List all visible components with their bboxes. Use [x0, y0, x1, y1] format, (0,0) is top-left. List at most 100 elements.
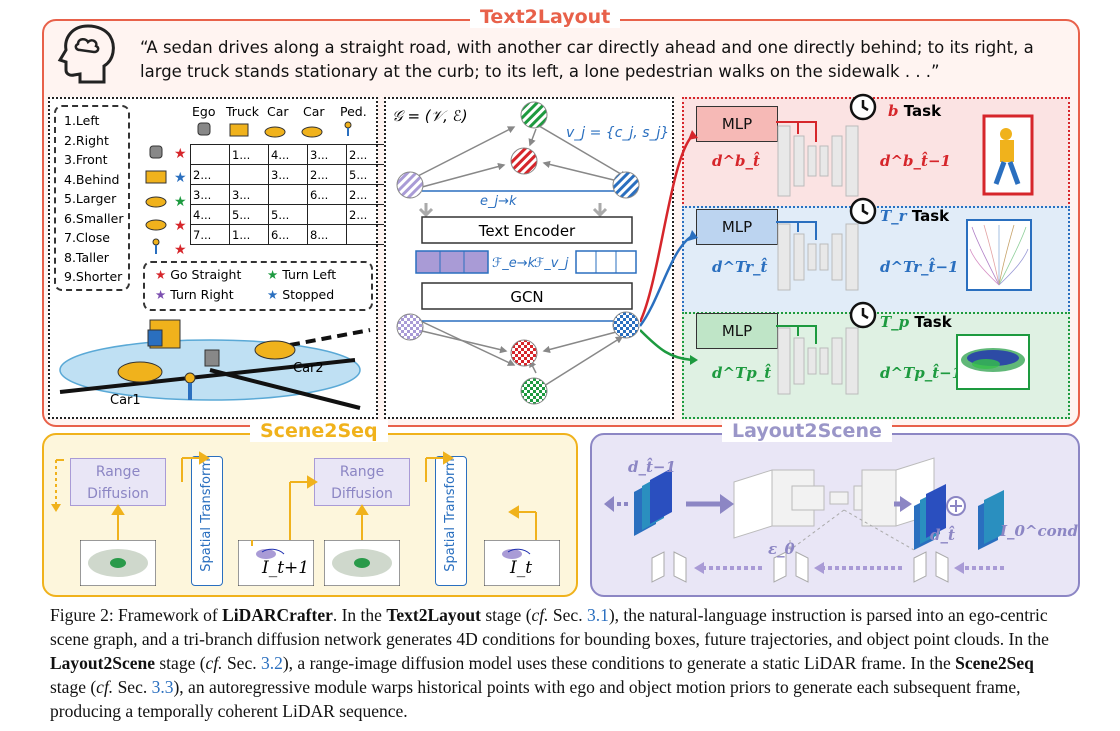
table-cell: 6... — [307, 184, 347, 205]
table-row: 3... 3... 6... 2... — [190, 184, 386, 205]
relation-item: 6.Smaller — [64, 210, 124, 226]
d-input-trajectory: d^Tr_t̂ — [712, 258, 768, 276]
stopped-star-icon: ★ — [267, 287, 279, 302]
unet-pointcloud — [777, 327, 859, 395]
scene-description-quote: “A sedan drives along a straight road, w… — [140, 38, 1034, 81]
turn-left-star-icon: ★ — [267, 267, 279, 282]
relation-item: 1.Left — [64, 113, 100, 128]
task-word: Task — [911, 207, 950, 225]
gcn-label: GCN — [510, 288, 543, 306]
timer-icon — [849, 197, 877, 225]
relation-matrix: 1... 4... 3... 2... 2... 3... 2... 5... … — [190, 144, 386, 245]
d-output-box: d^b_t̂−1 — [880, 152, 951, 170]
d-curr-label: d_t̂ — [930, 526, 955, 544]
table-cell — [229, 164, 269, 185]
table-cell — [307, 204, 347, 225]
gcn-block — [421, 282, 633, 310]
ego-icon — [197, 122, 211, 136]
d-output-trajectory: d^Tr_t̂−1 — [880, 258, 959, 276]
graph-node — [510, 339, 538, 367]
relation-item: 8.Taller — [64, 249, 109, 265]
head-thinking-icon — [57, 24, 115, 84]
graph-node — [520, 101, 548, 129]
graph-node — [396, 171, 424, 199]
svg-text:★: ★ — [174, 170, 187, 186]
ego-lidar-icon — [204, 349, 220, 367]
ego-icon — [149, 145, 163, 159]
table-cell — [346, 224, 386, 245]
column-header-ped: Ped. — [340, 104, 367, 119]
graph-node — [612, 311, 640, 339]
table-cell: 7... — [190, 224, 230, 245]
table-cell: 8... — [307, 224, 347, 245]
layout2scene-diagram — [604, 457, 1004, 583]
car-icon — [254, 340, 296, 360]
task-word: Task — [903, 102, 942, 120]
column-header-car: Car — [303, 104, 325, 119]
graph-node — [612, 171, 640, 199]
car-icon — [117, 361, 163, 383]
table-cell: 5... — [229, 204, 269, 225]
table-cell: 2... — [307, 164, 347, 185]
lidar-frame-image — [324, 540, 400, 586]
spatial-transform-block — [435, 456, 467, 586]
legend-label: Go Straight — [170, 267, 242, 282]
table-cell — [190, 144, 230, 165]
pedestrian-icon — [184, 372, 196, 384]
graph-network-diagram: 𝒢 = (𝒱, ℰ) v_j = {c_j, s_j} e_j→k Text E… — [392, 101, 668, 405]
header-object-icons — [197, 121, 352, 138]
column-header-truck: Truck — [226, 104, 259, 119]
car-icon — [145, 196, 167, 208]
table-cell: 6... — [268, 224, 308, 245]
pointcloud-result-image — [956, 334, 1030, 390]
truck-icon — [145, 170, 167, 184]
input-range-image-stack — [914, 484, 1004, 550]
scene-label-car1: Car1 — [110, 393, 141, 408]
table-cell: 4... — [190, 204, 230, 225]
unet-trajectory — [777, 223, 859, 291]
trajectory-result-image — [966, 219, 1032, 291]
graph-node — [396, 313, 424, 341]
feature-e-label: ℱ_e→k — [492, 256, 536, 271]
table-cell: 5... — [268, 204, 308, 225]
range-diffusion-block: Range Diffusion — [70, 458, 166, 506]
relation-list-box: 1.Left 2.Right 3.Front 4.Behind 5.Larger… — [54, 105, 130, 291]
relation-item: 4.Behind — [64, 171, 120, 187]
table-cell — [268, 184, 308, 205]
table-cell: 1... — [229, 224, 269, 245]
scene-label-car2: Car2 — [293, 361, 324, 376]
unet-box — [777, 125, 859, 197]
d-prev-label: d_t̂−1 — [628, 458, 676, 476]
car-icon — [264, 126, 286, 138]
table-cell: 1... — [229, 144, 269, 165]
table-cell: 3... — [190, 184, 230, 205]
table-row: 7... 1... 6... 8... — [190, 224, 386, 245]
table-cell: 2... — [346, 204, 386, 225]
pedestrian-icon — [152, 238, 160, 246]
graph-node — [520, 377, 548, 405]
svg-text:★: ★ — [174, 242, 187, 257]
output-range-image-stack — [634, 468, 672, 536]
car-icon — [145, 219, 167, 231]
table-cell: 5... — [346, 164, 386, 185]
relation-item: 2.Right — [64, 132, 109, 148]
car-icon — [301, 126, 323, 138]
scene-illustration: Car1 Car2 — [59, 319, 371, 410]
graph-equation: 𝒢 = (𝒱, ℰ) — [392, 107, 468, 125]
table-cell: 2... — [346, 144, 386, 165]
node-equation: v_j = {c_j, s_j} — [566, 125, 668, 141]
table-cell: 2... — [346, 184, 386, 205]
edge-label: e_j→k — [480, 194, 517, 209]
turn-right-star-icon: ★ — [155, 287, 167, 302]
truck-icon — [229, 123, 249, 137]
scene2seq-title: Scene2Seq — [250, 420, 388, 442]
frame-label-t: I_t — [510, 558, 533, 578]
table-cell: 2... — [190, 164, 230, 185]
d-input-pointcloud: d^Tp_t̂ — [712, 364, 772, 382]
diffusion-networks — [776, 121, 859, 395]
task-label-box: b Task — [888, 102, 941, 120]
figure-caption: Figure 2: Framework of LiDARCrafter. In … — [50, 605, 1049, 721]
cond-label: I_0^cond — [1000, 522, 1079, 540]
timer-icon — [849, 93, 877, 121]
column-header-ego: Ego — [192, 104, 216, 119]
